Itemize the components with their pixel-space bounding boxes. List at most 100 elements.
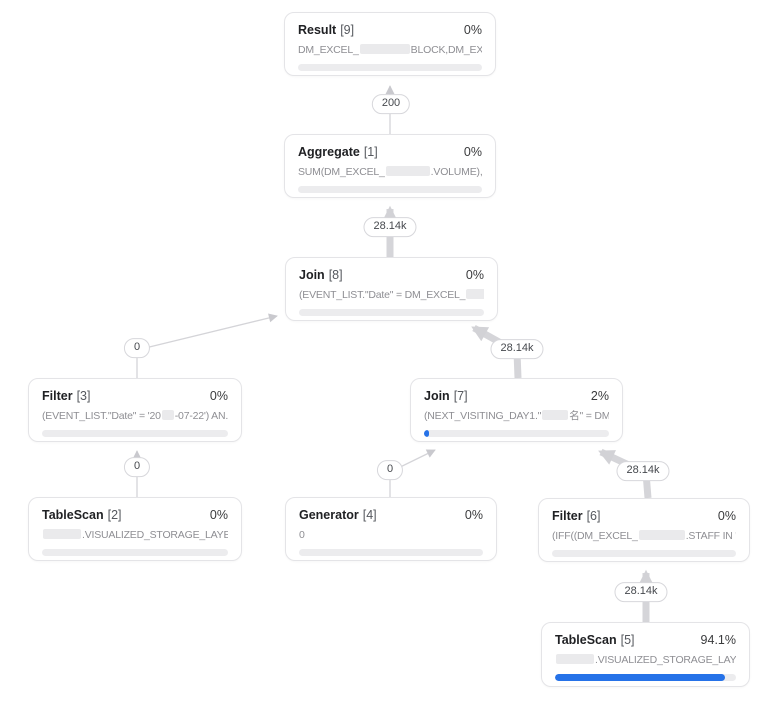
- redacted-text-patch: [43, 528, 81, 539]
- plan-node-tablescan-2[interactable]: TableScan[2] 0% .VISUALIZED_STORAGE_LAYER.…: [28, 497, 242, 561]
- node-title: TableScan[2]: [42, 508, 122, 523]
- expression-text: SUM(DM_EXCEL_: [298, 165, 385, 178]
- node-progress-track: [555, 673, 736, 681]
- edge-rowcount-label: 200: [371, 94, 411, 114]
- node-operator-name: Generator: [299, 508, 359, 522]
- node-progress-fill: [424, 429, 429, 437]
- edge-rowcount-label: 28.14k: [490, 339, 544, 359]
- node-title: Join[7]: [424, 389, 468, 404]
- node-title-row: Join[8] 0%: [299, 268, 484, 283]
- edge-rowcount-label: 28.14k: [616, 461, 670, 481]
- node-progress-track: [424, 429, 609, 437]
- node-operator-name: Result: [298, 23, 337, 37]
- node-title: Join[8]: [299, 268, 343, 283]
- node-title-row: Aggregate[1] 0%: [298, 145, 482, 160]
- node-expression: (EVENT_LIST."Date" = '20-07-22') AN...: [42, 410, 228, 423]
- plan-node-generator-4[interactable]: Generator[4] 0% 0: [285, 497, 497, 561]
- node-operator-id: [3]: [76, 389, 91, 403]
- node-operator-id: [8]: [328, 268, 343, 282]
- node-title: Aggregate[1]: [298, 145, 378, 160]
- node-progress-track: [552, 549, 736, 557]
- node-progress-track: [299, 548, 483, 556]
- plan-node-result-9[interactable]: Result[9] 0% DM_EXCEL_ BLOCK,DM_EXC...: [284, 12, 496, 76]
- redacted-text-patch: [638, 529, 685, 540]
- expression-text: .VISUALIZED_STORAGE_LAYER.E...: [82, 528, 228, 541]
- plan-node-join-8[interactable]: Join[8] 0% (EVENT_LIST."Date" = DM_EXCEL_.…: [285, 257, 498, 321]
- plan-node-aggregate-1[interactable]: Aggregate[1] 0% SUM(DM_EXCEL_ .VOLUME),...: [284, 134, 496, 198]
- redacted-text-patch: [466, 288, 484, 299]
- node-operator-id: [6]: [586, 509, 601, 523]
- redacted-text-patch: [385, 165, 430, 176]
- node-operator-id: [9]: [340, 23, 355, 37]
- redacted-text-patch: [359, 43, 410, 54]
- node-expression: SUM(DM_EXCEL_ .VOLUME),...: [298, 166, 482, 179]
- plan-node-join-7[interactable]: Join[7] 2% (NEXT_VISITING_DAY1." 名" = DM_E.…: [410, 378, 623, 442]
- expression-text: .VOLUME),...: [430, 165, 482, 178]
- expression-text: 0: [299, 528, 305, 541]
- expression-text: (EVENT_LIST."Date" = DM_EXCEL_: [299, 288, 466, 301]
- node-progress-track: [42, 548, 228, 556]
- edge-rowcount-label: 0: [123, 338, 151, 358]
- node-progress-fill: [555, 673, 726, 681]
- node-operator-name: Filter: [552, 509, 583, 523]
- node-percentage: 94.1%: [700, 633, 736, 647]
- node-progress-track: [299, 308, 484, 316]
- node-operator-name: Filter: [42, 389, 73, 403]
- node-title: TableScan[5]: [555, 633, 635, 648]
- node-percentage: 2%: [590, 389, 609, 403]
- node-title-row: TableScan[2] 0%: [42, 508, 228, 523]
- expression-text: -07-22') AN...: [174, 409, 228, 422]
- node-operator-name: Join: [424, 389, 450, 403]
- node-title: Result[9]: [298, 23, 355, 38]
- node-title-row: TableScan[5] 94.1%: [555, 633, 736, 648]
- node-title-row: Result[9] 0%: [298, 23, 482, 38]
- expression-text: 名" = DM_E...: [569, 409, 609, 422]
- expression-text: BLOCK,DM_EXC...: [410, 43, 482, 56]
- node-expression: (EVENT_LIST."Date" = DM_EXCEL_...: [299, 289, 484, 302]
- node-operator-id: [7]: [453, 389, 468, 403]
- node-expression: (NEXT_VISITING_DAY1." 名" = DM_E...: [424, 410, 609, 423]
- redacted-text-patch: [556, 653, 594, 664]
- node-percentage: 0%: [464, 508, 483, 522]
- node-operator-name: Join: [299, 268, 325, 282]
- node-percentage: 0%: [465, 268, 484, 282]
- node-expression: (IFF((DM_EXCEL_ .STAFF IN "...: [552, 530, 736, 543]
- edge-rowcount-label: 0: [376, 460, 404, 480]
- node-title-row: Join[7] 2%: [424, 389, 609, 404]
- node-expression: .VISUALIZED_STORAGE_LAYER....: [555, 654, 736, 667]
- node-progress-track: [298, 185, 482, 193]
- node-title: Generator[4]: [299, 508, 377, 523]
- node-operator-id: [1]: [363, 145, 378, 159]
- expression-text: (NEXT_VISITING_DAY1.": [424, 409, 542, 422]
- plan-node-filter-3[interactable]: Filter[3] 0% (EVENT_LIST."Date" = '20-07-2…: [28, 378, 242, 442]
- node-percentage: 0%: [209, 508, 228, 522]
- node-operator-name: Aggregate: [298, 145, 360, 159]
- plan-node-filter-6[interactable]: Filter[6] 0% (IFF((DM_EXCEL_ .STAFF IN "...: [538, 498, 750, 562]
- node-percentage: 0%: [717, 509, 736, 523]
- expression-text: .VISUALIZED_STORAGE_LAYER....: [595, 653, 736, 666]
- expression-text: DM_EXCEL_: [298, 43, 359, 56]
- node-progress-track: [42, 429, 228, 437]
- node-expression: .VISUALIZED_STORAGE_LAYER.E...: [42, 529, 228, 542]
- plan-edge: [136, 313, 278, 378]
- edge-rowcount-label: 28.14k: [614, 582, 668, 602]
- node-operator-name: TableScan: [42, 508, 104, 522]
- node-title-row: Filter[6] 0%: [552, 509, 736, 524]
- plan-node-tablescan-5[interactable]: TableScan[5] 94.1% .VISUALIZED_STORAGE_LAY…: [541, 622, 750, 687]
- node-operator-id: [4]: [362, 508, 377, 522]
- node-title-row: Filter[3] 0%: [42, 389, 228, 404]
- node-percentage: 0%: [463, 23, 482, 37]
- node-title: Filter[6]: [552, 509, 601, 524]
- node-title-row: Generator[4] 0%: [299, 508, 483, 523]
- expression-text: .STAFF IN "...: [685, 529, 736, 542]
- node-progress-track: [298, 63, 482, 71]
- node-expression: 0: [299, 529, 483, 542]
- node-percentage: 0%: [463, 145, 482, 159]
- node-percentage: 0%: [209, 389, 228, 403]
- node-operator-name: TableScan: [555, 633, 617, 647]
- node-operator-id: [5]: [620, 633, 635, 647]
- edge-rowcount-label: 0: [123, 457, 151, 477]
- node-expression: DM_EXCEL_ BLOCK,DM_EXC...: [298, 44, 482, 57]
- expression-text: (IFF((DM_EXCEL_: [552, 529, 638, 542]
